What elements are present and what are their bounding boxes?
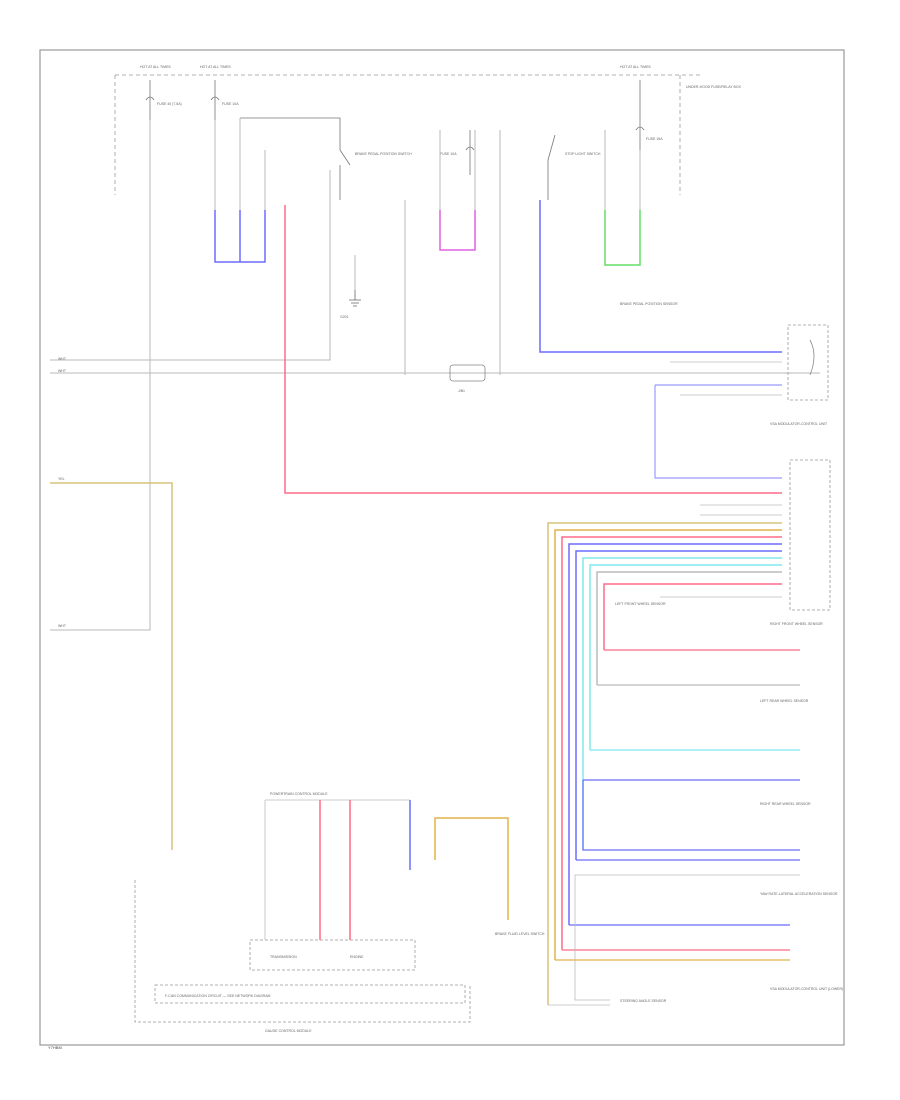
bottom-box-3: ENGINE (350, 955, 364, 959)
junction-block (449, 364, 486, 382)
fuse-top-mid-label: HOT AT ALL TIMES (200, 65, 231, 69)
sensor-3-label: LEFT REAR WHEEL SENSOR (760, 699, 809, 703)
connector-top-right (787, 324, 829, 401)
sensor-mid-label: LEFT FRONT WHEEL SENSOR (615, 602, 666, 606)
switch-2-label: STOP LIGHT SWITCH (565, 152, 601, 156)
bottom-wires (264, 799, 509, 940)
left-wire-3: YEL (58, 477, 65, 481)
fuse-1-label: FUSE 40 (7.5A) (157, 102, 182, 106)
blue-loop-left (214, 210, 266, 263)
connector-main-right (789, 459, 831, 611)
sensor-top-label: BRAKE PEDAL POSITION SENSOR (620, 302, 678, 306)
fuse-top-right-label: HOT AT ALL TIMES (620, 65, 651, 69)
blue-wire-right-top (539, 200, 782, 353)
fuse-2-label: FUSE 10A (222, 102, 239, 106)
fuse-3-label: FUSE 15A (646, 137, 663, 141)
short-leads-mid (660, 504, 782, 598)
oil-sensor-label: BRAKE FLUID LEVEL SWITCH (495, 932, 545, 936)
ground-label: G201 (340, 315, 349, 319)
bottom-box-2: TRANSMISSION (270, 955, 297, 959)
bottom-strip-text: F-CAN COMMUNICATION CIRCUIT — SEE NETWOR… (165, 994, 271, 998)
blue-loop-right (654, 384, 782, 479)
magenta-loop (439, 210, 476, 251)
wire-bundle (547, 522, 782, 1005)
lower-right-2-label: VSA MODULATOR-CONTROL UNIT (LOWER) (770, 987, 843, 991)
short-leads-top (670, 361, 782, 396)
switch-1-label: BRAKE PEDAL POSITION SWITCH (355, 152, 412, 156)
sensor-taps (555, 649, 800, 961)
sensor-5-label: YAW RATE-LATERAL ACCELERATION SENSOR (760, 892, 838, 896)
diagram-border (39, 49, 845, 1046)
sensor-2-label: RIGHT FRONT WHEEL SENSOR (770, 622, 823, 626)
green-loop (604, 210, 641, 266)
fuse-symbols (145, 80, 645, 175)
left-wire-2: WHT (58, 369, 67, 373)
lower-right-1-label: STEERING ANGLE SENSOR (620, 999, 667, 1003)
pump-label: VSA MODULATOR-CONTROL UNIT (770, 422, 828, 426)
control-module-box (134, 880, 471, 1023)
ground-symbol (349, 290, 361, 307)
junction-label: J/B1 (458, 389, 465, 393)
switch-symbols (240, 117, 556, 200)
gauge-label: GAUGE CONTROL MODULE (265, 1029, 312, 1033)
fuse-box-outline (114, 74, 700, 195)
yellow-left-wire (50, 482, 173, 850)
left-wire-4: WHT (58, 624, 67, 628)
fuse-4-label: FUSE 10A (440, 152, 457, 156)
sensor-4-label: RIGHT REAR WHEEL SENSOR (760, 802, 811, 806)
fuse-top-left-label: HOT AT ALL TIMES (140, 65, 171, 69)
bottom-box-1: POWERTRAIN CONTROL MODULE (270, 792, 328, 796)
pink-main-wire (284, 205, 782, 494)
fuse-box-note: UNDER-HOOD FUSE/RELAY BOX (686, 85, 742, 89)
diagram-code: Y7HBM (48, 1045, 62, 1050)
left-wire-1: WHT (58, 357, 67, 361)
bottom-right-leads (548, 874, 800, 1006)
gray-wires-top (50, 118, 820, 631)
